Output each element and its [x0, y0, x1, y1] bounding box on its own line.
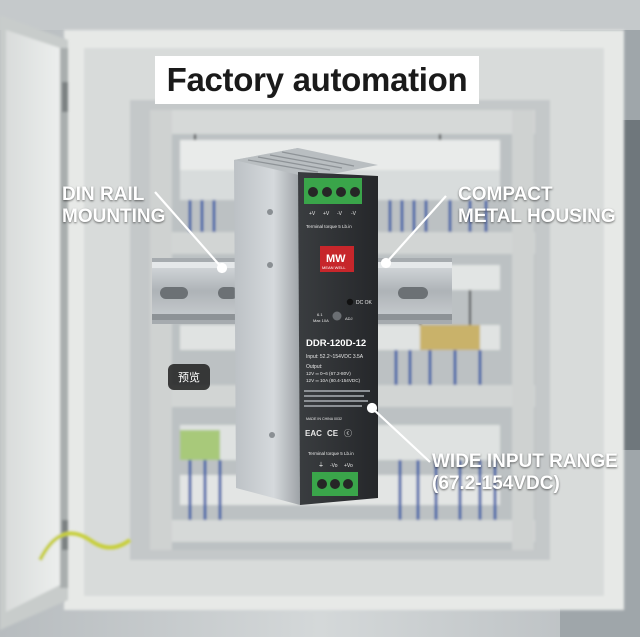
- cert-mark-c: ⓒ: [344, 429, 352, 438]
- callout-metal-housing-line1: COMPACT: [458, 184, 553, 205]
- top-terminal-label-4: -V: [351, 211, 357, 217]
- top-terminal-label-2: +V: [323, 211, 330, 217]
- cert-mark-eac: EAC: [305, 429, 322, 438]
- callout-input-range-line1: WIDE INPUT RANGE: [432, 451, 618, 472]
- small-note: MADE IN CHINA 0032: [306, 417, 342, 421]
- bottom-torque-note: Terminal torque 5 Lb.in: [308, 451, 354, 456]
- callout-input-range: WIDE INPUT RANGE (67.2-154VDC): [432, 451, 618, 495]
- top-terminal-label-3: -V: [337, 211, 343, 217]
- callout-din-rail: DIN RAIL MOUNTING: [62, 184, 165, 228]
- brand-name: MEAN WELL: [322, 265, 346, 270]
- output-line-2: 12V ═ 10A (80.4-154VDC): [306, 378, 361, 383]
- bottom-terminal-label-1: ⏚: [318, 462, 324, 469]
- preview-button-label: 预览: [178, 371, 200, 384]
- dc-ok-label: DC OK: [356, 300, 373, 306]
- callout-input-range-line2: (67.2-154VDC): [432, 473, 560, 494]
- preview-button[interactable]: 预览: [168, 364, 210, 390]
- top-terminal-label-1: +V: [309, 211, 316, 217]
- top-torque-note: Terminal torque 5 Lb.in: [306, 224, 352, 229]
- cert-mark-ce: CE: [327, 429, 339, 438]
- callout-din-rail-line2: MOUNTING: [62, 206, 166, 227]
- bottom-terminal-label-2: -Vo: [330, 463, 338, 469]
- callout-din-rail-line1: DIN RAIL: [62, 184, 145, 205]
- power-supply: [234, 148, 378, 505]
- cabinet-door: [0, 15, 132, 630]
- page-title: Factory automation: [166, 61, 468, 98]
- title-banner: Factory automation: [155, 56, 479, 104]
- input-spec: Input: 52.2~154VDC 3.5A: [306, 354, 364, 360]
- brand-logo: MW: [326, 253, 346, 265]
- output-line-1: 12V ═ 0~6 (67.2-80V): [306, 371, 351, 376]
- model-number: DDR-120D-12: [306, 338, 366, 349]
- callout-lines: [154, 191, 447, 463]
- callout-metal-housing-line2: METAL HOUSING: [458, 206, 616, 227]
- adj-label-2: Max 10A: [313, 318, 329, 323]
- callout-metal-housing: COMPACT METAL HOUSING: [458, 184, 616, 228]
- bottom-terminal-label-3: +Vo: [344, 463, 353, 469]
- output-label: Output:: [306, 364, 322, 370]
- adj-label-1: 6.1: [317, 312, 323, 317]
- adj-label-3: ADJ: [345, 316, 353, 321]
